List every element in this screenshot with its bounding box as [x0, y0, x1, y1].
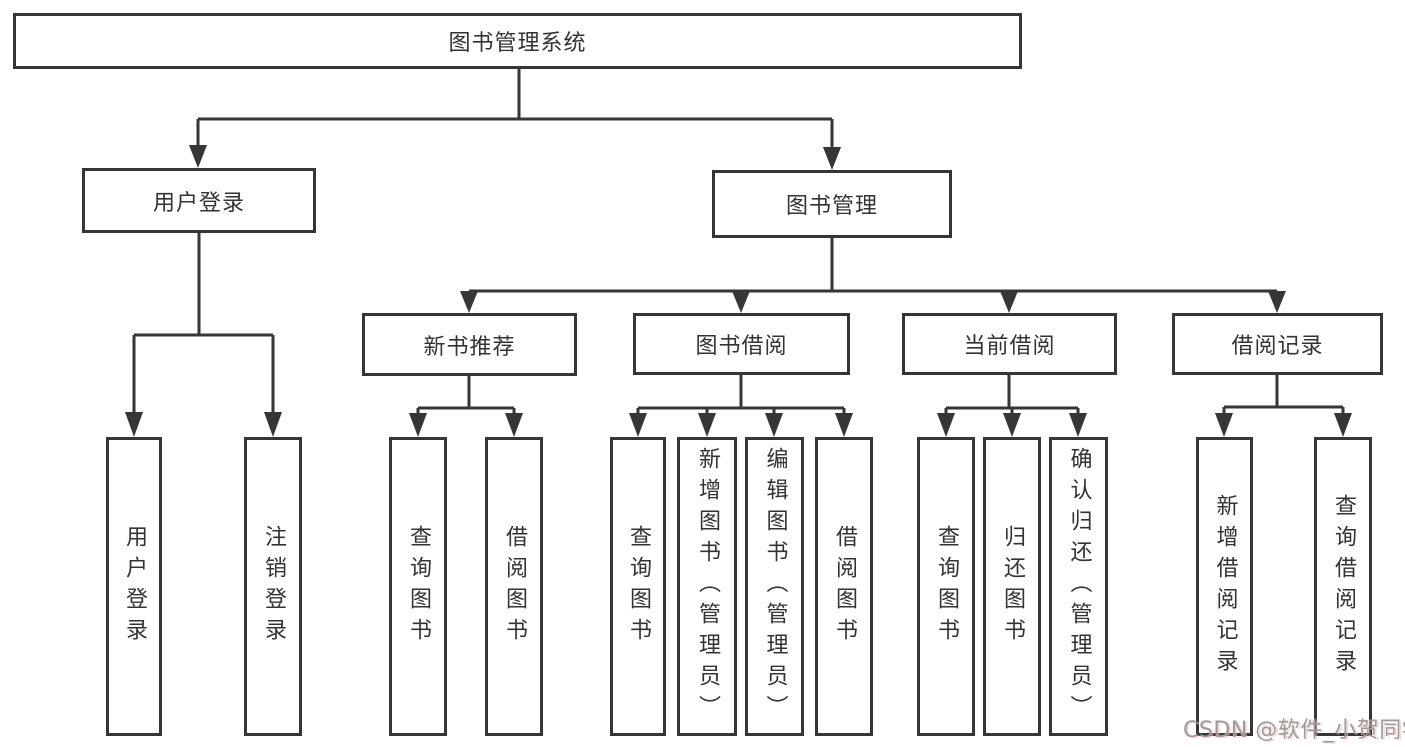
node-borrow-records-label: 借阅记录 — [1231, 334, 1324, 359]
leaf-confirm-return-admin: 确认归还（管理员） — [1049, 437, 1108, 736]
node-new-book-recommend-label: 新书推荐 — [423, 334, 516, 360]
node-user-login: 用户登录 — [82, 168, 316, 233]
leaf-add-borrow-record: 新增借阅记录 — [1196, 437, 1253, 736]
leaf-query-books-borrow: 查询图书 — [610, 437, 666, 736]
leaf-user-login: 用户登录 — [106, 437, 162, 736]
arrowhead-icons — [125, 145, 1352, 437]
leaf-query-books-current: 查询图书 — [917, 437, 975, 736]
leaf-query-books-recommend: 查询图书 — [389, 437, 447, 736]
leaf-borrow-books-label: 借阅图书 — [832, 524, 857, 649]
node-current-borrow: 当前借阅 — [902, 313, 1117, 375]
node-root: 图书管理系统 — [13, 13, 1022, 69]
leaf-query-books-current-label: 查询图书 — [934, 524, 959, 649]
leaf-edit-book-admin: 编辑图书（管理员） — [745, 437, 804, 736]
leaf-borrow-books: 借阅图书 — [815, 437, 873, 736]
node-current-borrow-label: 当前借阅 — [963, 334, 1056, 359]
leaf-query-books-recommend-label: 查询图书 — [406, 524, 431, 649]
node-new-book-recommend: 新书推荐 — [362, 313, 577, 376]
leaf-borrow-books-recommend-label: 借阅图书 — [502, 524, 527, 649]
leaf-edit-book-admin-label: 编辑图书（管理员） — [762, 447, 788, 726]
leaf-add-book-admin-label: 新增图书（管理员） — [695, 447, 720, 726]
node-borrow-records: 借阅记录 — [1172, 313, 1383, 375]
node-book-borrow-label: 图书借阅 — [695, 334, 788, 359]
leaf-user-login-label: 用户登录 — [122, 524, 147, 649]
leaf-return-books: 归还图书 — [983, 437, 1041, 736]
leaf-query-borrow-record-label: 查询借阅记录 — [1331, 493, 1356, 680]
leaf-add-borrow-record-label: 新增借阅记录 — [1212, 493, 1238, 680]
watermark: CSDN @软件_小贺同学 — [1183, 718, 1405, 743]
leaf-query-books-borrow-label: 查询图书 — [626, 524, 651, 649]
leaf-return-books-label: 归还图书 — [1000, 524, 1025, 649]
leaf-add-book-admin: 新增图书（管理员） — [677, 437, 737, 736]
leaf-borrow-books-recommend: 借阅图书 — [485, 437, 543, 736]
node-book-borrow: 图书借阅 — [633, 313, 850, 375]
leaf-logout: 注销登录 — [244, 437, 302, 736]
node-root-label: 图书管理系统 — [448, 31, 587, 56]
leaf-logout-label: 注销登录 — [261, 524, 286, 649]
tree-edges — [132, 68, 1345, 415]
node-book-management-label: 图书管理 — [785, 194, 878, 219]
leaf-query-borrow-record: 查询借阅记录 — [1314, 437, 1372, 736]
node-user-login-label: 用户登录 — [152, 190, 245, 216]
leaf-confirm-return-admin-label: 确认归还（管理员） — [1066, 447, 1092, 726]
node-book-management: 图书管理 — [712, 170, 952, 238]
